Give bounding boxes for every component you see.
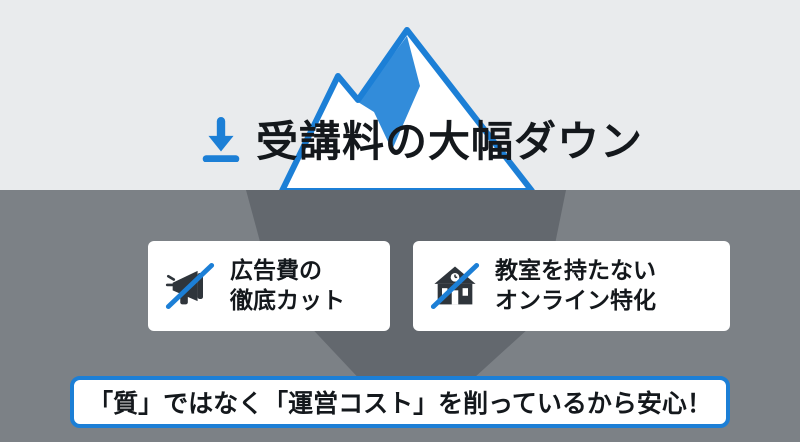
page-title: 受講料の大幅ダウン — [200, 108, 643, 169]
school-icon — [430, 262, 480, 310]
card-no-classroom: 教室を持たない オンライン特化 — [413, 241, 730, 331]
down-arrow-icon — [202, 116, 240, 162]
megaphone-icon — [165, 262, 215, 310]
reassurance-banner: 「質」ではなく「運営コスト」を削っているから安心！ — [70, 376, 730, 428]
card-ad-cost-line2: 徹底カット — [230, 287, 345, 313]
reassurance-banner-text: 「質」ではなく「運営コスト」を削っているから安心！ — [88, 390, 712, 418]
card-no-classroom-line1: 教室を持たない — [495, 257, 656, 284]
card-no-classroom-text: 教室を持たない オンライン特化 — [495, 256, 656, 316]
card-ad-cost: 広告費の 徹底カット — [148, 241, 390, 331]
page-title-text: 受講料の大幅ダウン — [256, 118, 644, 165]
iceberg-facet — [358, 36, 420, 150]
card-no-classroom-line2: オンライン特化 — [495, 287, 656, 313]
card-ad-cost-text: 広告費の 徹底カット — [230, 256, 345, 316]
card-ad-cost-line1: 広告費の — [230, 257, 322, 284]
